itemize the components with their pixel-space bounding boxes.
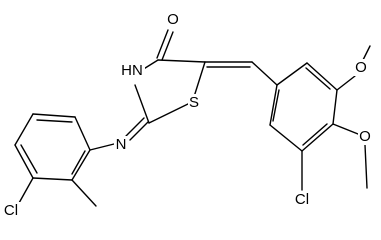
molecule-drawing: O HN S N Cl Cl O O	[0, 10, 372, 219]
bond-ar1-4	[14, 144, 34, 179]
bond-ar2-3	[269, 124, 303, 152]
bond-ar2-6	[306, 62, 338, 91]
bond-ar2-1	[251, 61, 278, 86]
bond-ar2-7	[276, 62, 308, 86]
bond-carbonyl-1	[156, 29, 169, 59]
label-backgrounds	[0, 11, 372, 219]
bond-ar2-inner-3	[305, 67, 331, 90]
bond-methoxy-mid-me	[364, 144, 368, 189]
bond-ar1-3	[14, 113, 34, 146]
oxygen-carbonyl-label: O	[167, 11, 179, 28]
bond-ar2-5	[332, 89, 338, 125]
nitrogen-imine-label: N	[116, 136, 127, 153]
bond-c4-c5	[157, 59, 206, 63]
bond-cl-left	[18, 177, 34, 204]
bond-c2-n3	[134, 84, 150, 124]
bond-imine-1	[129, 121, 149, 141]
bond-ar2-inner-2	[302, 123, 328, 146]
nitrogen-hn-label: HN	[121, 62, 143, 79]
bond-ar1-2	[32, 113, 76, 118]
bond-methyl	[71, 179, 97, 207]
atom-labels: O HN S N Cl Cl O O	[4, 11, 371, 219]
bond-ar2-4	[301, 123, 334, 152]
bond-ar1-inner-1	[36, 119, 73, 123]
structure-diagram: O HN S N Cl Cl O O	[0, 10, 372, 219]
bond-ar1-6	[71, 149, 91, 181]
bond-carbonyl-2	[161, 31, 174, 61]
oxygen-methoxy-mid-label: O	[359, 128, 371, 145]
chlorine-left-label: Cl	[4, 202, 18, 219]
bond-imine-2	[125, 117, 145, 137]
oxygen-methoxy-top-label: O	[355, 59, 367, 76]
sulfur-label: S	[189, 94, 199, 111]
bond-ar2-inner-1	[272, 89, 280, 122]
bond-ar2-2	[269, 84, 278, 126]
bond-lines	[14, 29, 371, 207]
bond-n-aryl	[89, 142, 119, 151]
chlorine-right-label: Cl	[295, 191, 309, 208]
bond-s1-c2	[148, 102, 191, 124]
bond-ar1-1	[74, 116, 91, 151]
bond-c5-s1	[192, 61, 206, 101]
bond-ar1-inner-3	[71, 150, 86, 175]
bond-ar1-inner-2	[20, 144, 38, 174]
bond-ar1-5	[32, 177, 73, 181]
bond-methoxy-top-o	[336, 75, 356, 91]
